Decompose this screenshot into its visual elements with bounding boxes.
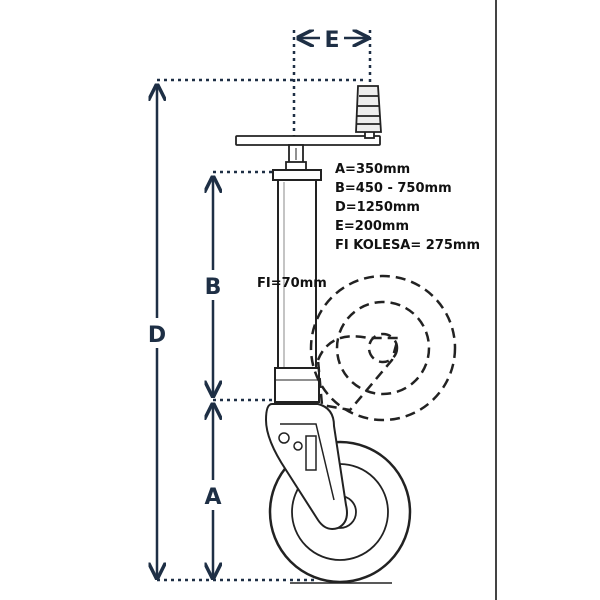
tube <box>272 169 322 403</box>
retracted-wheel-outline <box>309 274 457 422</box>
handle-arm <box>235 135 381 146</box>
tube-diameter-label: FI=70mm <box>257 276 327 291</box>
spec-e: E=200mm <box>335 219 410 234</box>
dimension-d-label: D <box>148 323 166 348</box>
spec-b: B=450 - 750mm <box>335 181 452 196</box>
dimension-a-label: A <box>204 485 221 510</box>
dimension-e-label: E <box>324 28 339 53</box>
spec-d: D=1250mm <box>335 200 420 215</box>
spec-a: A=350mm <box>335 162 411 177</box>
crank-handle <box>235 85 382 171</box>
wheel-fork <box>264 403 348 530</box>
specifications-list: A=350mm B=450 - 750mm D=1250mm E=200mm F… <box>335 160 480 255</box>
spec-wheel-diameter: FI KOLESA= 275mm <box>335 238 481 253</box>
handle-grip <box>355 85 382 133</box>
dimension-b-label: B <box>205 275 222 300</box>
